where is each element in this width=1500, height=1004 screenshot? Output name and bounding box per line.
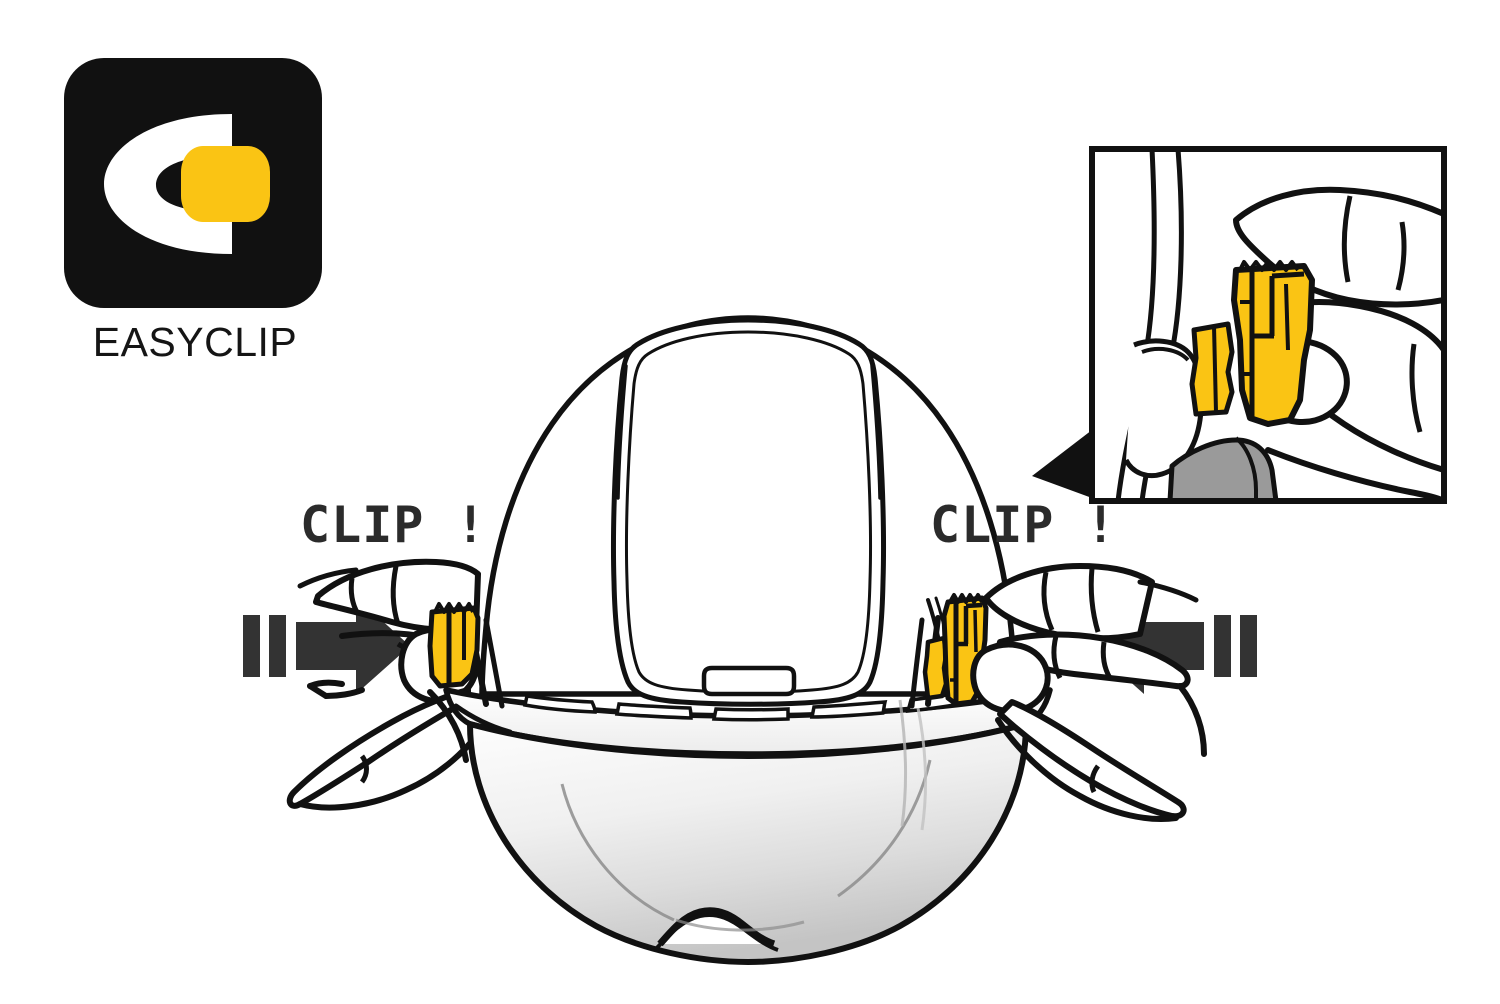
helmet-center-panel	[610, 317, 887, 707]
detail-close-up-inset	[1032, 146, 1447, 504]
easyclip-logo-icon	[64, 58, 322, 308]
inset-border	[1089, 146, 1447, 504]
clear-visor	[467, 721, 1029, 965]
right-hand	[970, 563, 1207, 823]
clip-callout-left: CLIP !	[300, 496, 487, 554]
inset-artwork	[1098, 149, 1444, 501]
helmet-panel-tab	[701, 665, 797, 697]
easyclip-attachment-left	[427, 602, 481, 689]
climbing-helmet	[443, 315, 1053, 965]
inset-pointer-wedge	[1032, 430, 1092, 498]
inset-yellow-clip	[1189, 260, 1315, 427]
clip-callout-right: CLIP !	[930, 496, 1117, 554]
logo-label: EASYCLIP	[92, 319, 298, 365]
